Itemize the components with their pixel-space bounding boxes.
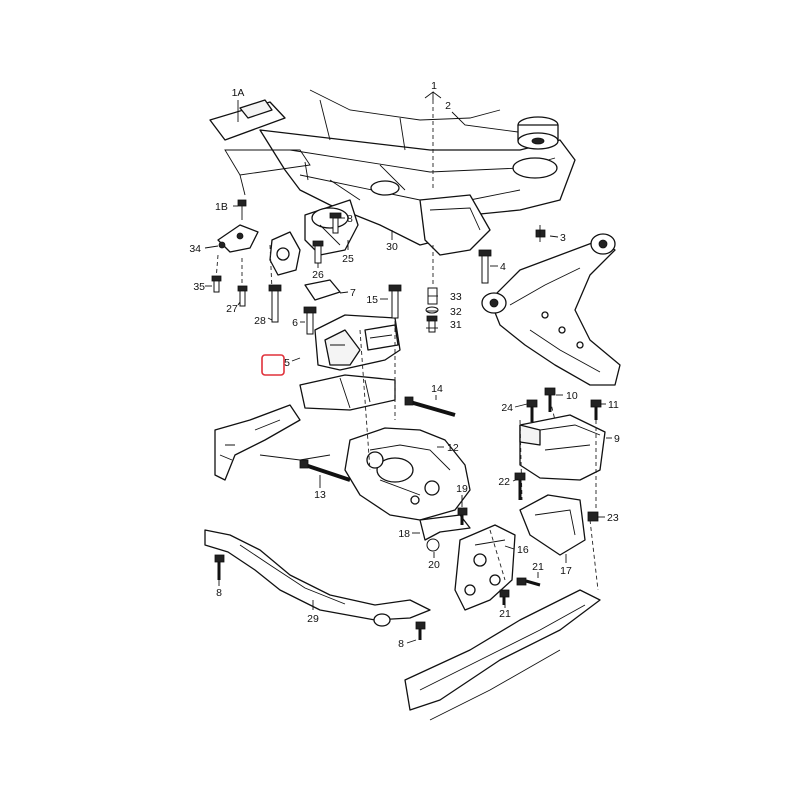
label-22: 22 (498, 476, 510, 488)
label-8-left: 8 (216, 587, 222, 599)
subframe-bushing (512, 116, 559, 179)
label-21-lower: 21 (499, 608, 511, 620)
engine-mount (299, 314, 401, 411)
label-1: 1 (431, 80, 437, 92)
label-28: 28 (254, 315, 266, 327)
label-30: 30 (386, 241, 398, 253)
label-7: 7 (350, 287, 356, 299)
label-4: 4 (500, 261, 506, 273)
bracket-34 (217, 224, 259, 253)
label-3: 3 (560, 232, 566, 244)
label-21-upper: 21 (532, 561, 544, 573)
radiator (404, 589, 601, 721)
label-35: 35 (193, 281, 205, 293)
exhaust-pipe (204, 529, 431, 627)
bracket-17 (519, 494, 586, 556)
label-26: 26 (312, 269, 324, 281)
gearbox-housing (344, 427, 471, 521)
label-1a: 1A (232, 87, 245, 99)
label-19: 19 (456, 483, 468, 495)
subframe (259, 89, 576, 256)
label-8-top: 8 (347, 213, 353, 225)
alignment-lines (215, 100, 599, 591)
label-2: 2 (445, 100, 451, 112)
label-32: 32 (450, 306, 462, 318)
label-15: 15 (366, 294, 378, 306)
leader-lines (204, 91, 612, 644)
label-29: 29 (307, 613, 319, 625)
label-31: 31 (450, 319, 462, 331)
label-10: 10 (566, 390, 578, 402)
label-17: 17 (560, 565, 572, 577)
selection-highlight[interactable] (261, 354, 285, 376)
label-1b: 1B (215, 201, 228, 213)
label-11: 11 (608, 399, 619, 411)
label-27: 27 (226, 303, 238, 315)
hardware (211, 199, 602, 640)
body-bracket-1a (209, 99, 311, 196)
label-13: 13 (314, 489, 326, 501)
callout-labels: 1 2 1A 1B 3 4 5 6 7 8 8 8 9 10 11 12 13 … (189, 80, 620, 650)
label-34: 34 (189, 243, 201, 255)
label-12: 12 (447, 442, 459, 454)
label-33: 33 (450, 291, 462, 303)
control-arm (481, 233, 621, 386)
label-6: 6 (292, 317, 298, 329)
label-14: 14 (431, 383, 443, 395)
label-9: 9 (614, 433, 620, 445)
label-20: 20 (428, 559, 440, 571)
label-24: 24 (501, 402, 513, 414)
bracket-7 (304, 279, 341, 301)
label-23: 23 (607, 512, 619, 524)
bracket-16 (454, 524, 516, 611)
label-16: 16 (517, 544, 529, 556)
label-25: 25 (342, 253, 354, 265)
label-8-bottom: 8 (398, 638, 404, 650)
label-5: 5 (284, 357, 290, 369)
label-18: 18 (398, 528, 410, 540)
bracket-18 (419, 514, 471, 541)
transmission-mount (519, 414, 606, 481)
